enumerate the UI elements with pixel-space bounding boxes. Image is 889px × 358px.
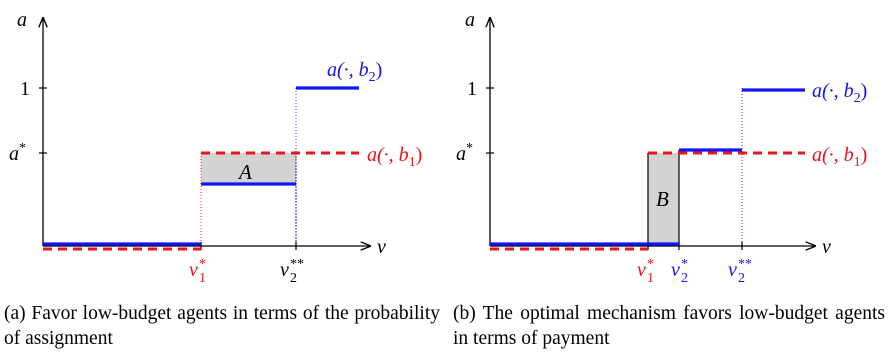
x-axis-label: v bbox=[822, 236, 831, 258]
panel-a: a v 1 a* v*1 v**2 a(·, b2) a(·, b1) A bbox=[9, 9, 422, 286]
caption-a: (a) Favor low-budget agents in terms of … bbox=[4, 303, 440, 349]
figure-diagrams: a v 1 a* v*1 v**2 a(·, b2) a(·, b1) A bbox=[9, 9, 867, 286]
y-tick-label-astar: a* bbox=[9, 141, 26, 165]
y-tick-label-1: 1 bbox=[20, 78, 30, 100]
y-tick-label-1: 1 bbox=[467, 78, 477, 100]
y-tick-label-astar: a* bbox=[456, 141, 473, 165]
y-axis-label: a bbox=[465, 9, 475, 31]
series-b1-label: a(·, b1) bbox=[367, 144, 422, 170]
x-axis-label: v bbox=[377, 236, 386, 258]
x-tick-label-v1: v*1 bbox=[637, 257, 654, 286]
region-a-shade bbox=[201, 153, 296, 184]
series-b1-label: a(·, b1) bbox=[812, 144, 867, 170]
panel-b: a v 1 a* v*1 v*2 v**2 a(·, b2) a(·, b1) … bbox=[456, 9, 867, 286]
x-tick-label-v1: v*1 bbox=[189, 257, 206, 286]
series-b2-label: a(·, b2) bbox=[812, 80, 867, 106]
region-label-b: B bbox=[656, 187, 669, 211]
region-b-shade bbox=[648, 153, 679, 246]
region-label-a: A bbox=[237, 160, 252, 184]
x-tick-label-v2: v**2 bbox=[728, 257, 752, 286]
caption-b: (b) The optimal mechanism favors low-bud… bbox=[453, 303, 885, 349]
x-tick-label-v2: v**2 bbox=[280, 257, 304, 286]
y-axis-label: a bbox=[17, 9, 27, 31]
x-tick-label-v2s: v*2 bbox=[671, 257, 688, 286]
series-b2-label: a(·, b2) bbox=[327, 59, 382, 85]
